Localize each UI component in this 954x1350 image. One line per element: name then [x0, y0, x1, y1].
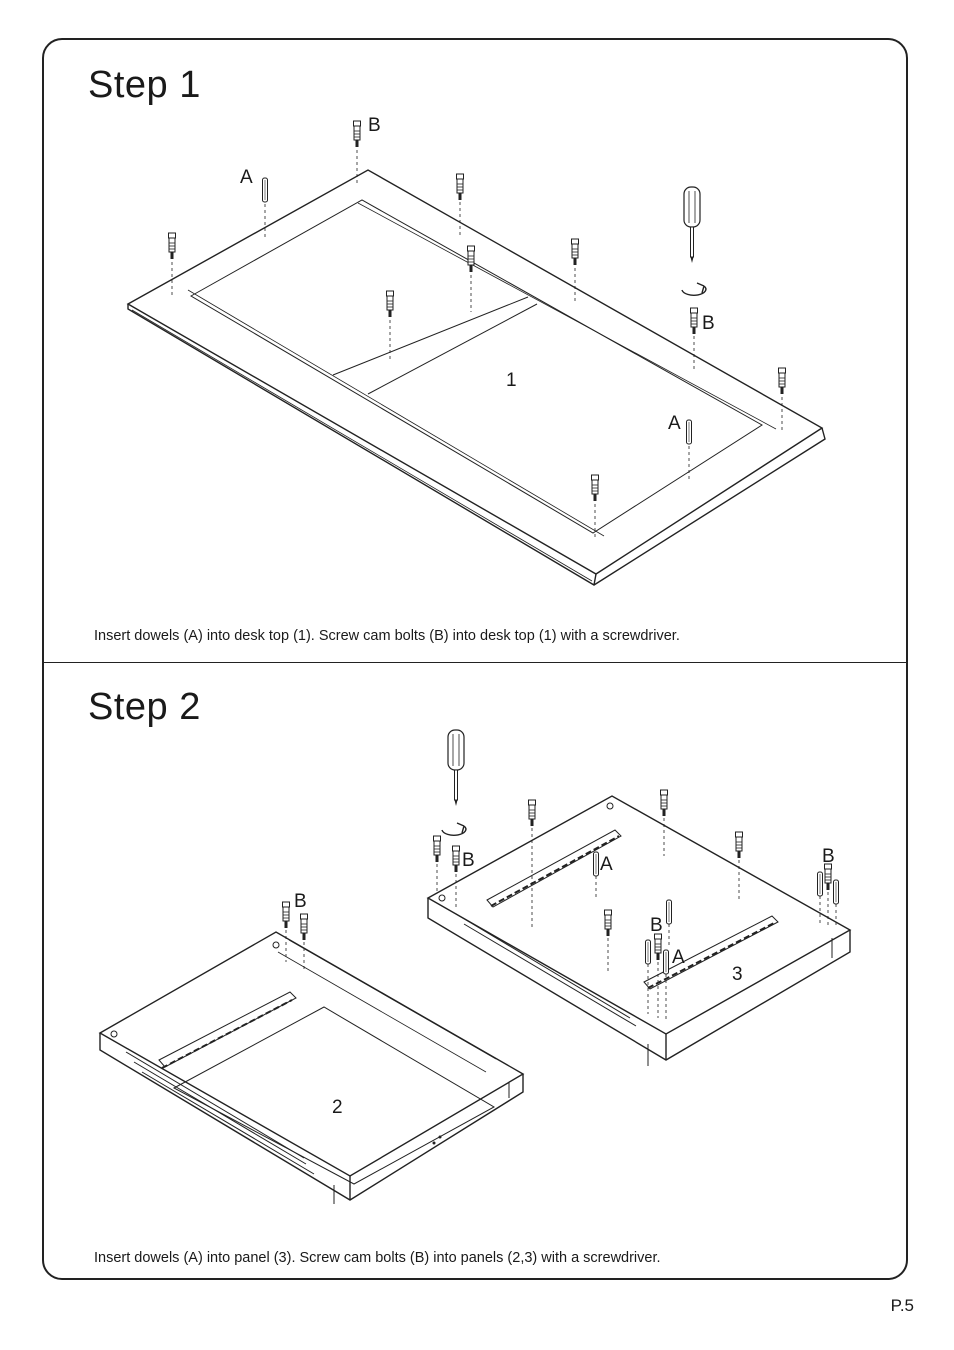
- label-dowel-a-3: A: [600, 854, 613, 875]
- label-bolt-b-4: B: [462, 850, 475, 871]
- label-part-1: 1: [506, 370, 517, 391]
- label-bolt-b-6: B: [822, 846, 835, 867]
- step1-illustration: B A B A 1: [126, 115, 826, 586]
- step-divider: [44, 662, 906, 663]
- screwdriver-icon-2: [447, 729, 465, 807]
- panel-2: [98, 931, 525, 1204]
- step1-caption: Insert dowels (A) into desk top (1). Scr…: [94, 628, 680, 644]
- guide-lines-step1: [171, 150, 783, 538]
- guide-lines-step2: [285, 818, 837, 1022]
- label-bolt-b-5: B: [650, 915, 663, 936]
- panel-3: [426, 795, 852, 1066]
- label-dowel-a-2: A: [668, 413, 681, 434]
- label-part-3: 3: [732, 964, 743, 985]
- step2-illustration: B B A B A B 3 2: [98, 729, 852, 1204]
- label-dowel-a-1: A: [240, 167, 253, 188]
- step2-title: Step 2: [88, 686, 201, 728]
- instruction-frame: Step 1: [42, 38, 908, 1280]
- rotate-arrow-icon: [681, 282, 707, 296]
- label-bolt-b-1: B: [368, 115, 381, 136]
- step1-title: Step 1: [88, 64, 201, 106]
- screwdriver-icon: [683, 186, 701, 264]
- page-number: P.5: [890, 1296, 914, 1315]
- label-dowel-a-4: A: [672, 947, 685, 968]
- step2-caption: Insert dowels (A) into panel (3). Screw …: [94, 1250, 661, 1266]
- rotate-arrow-icon-2: [441, 822, 467, 836]
- label-part-2: 2: [332, 1097, 343, 1118]
- label-bolt-b-3: B: [294, 891, 307, 912]
- label-bolt-b-2: B: [702, 313, 715, 334]
- desk-top-panel: [126, 169, 826, 586]
